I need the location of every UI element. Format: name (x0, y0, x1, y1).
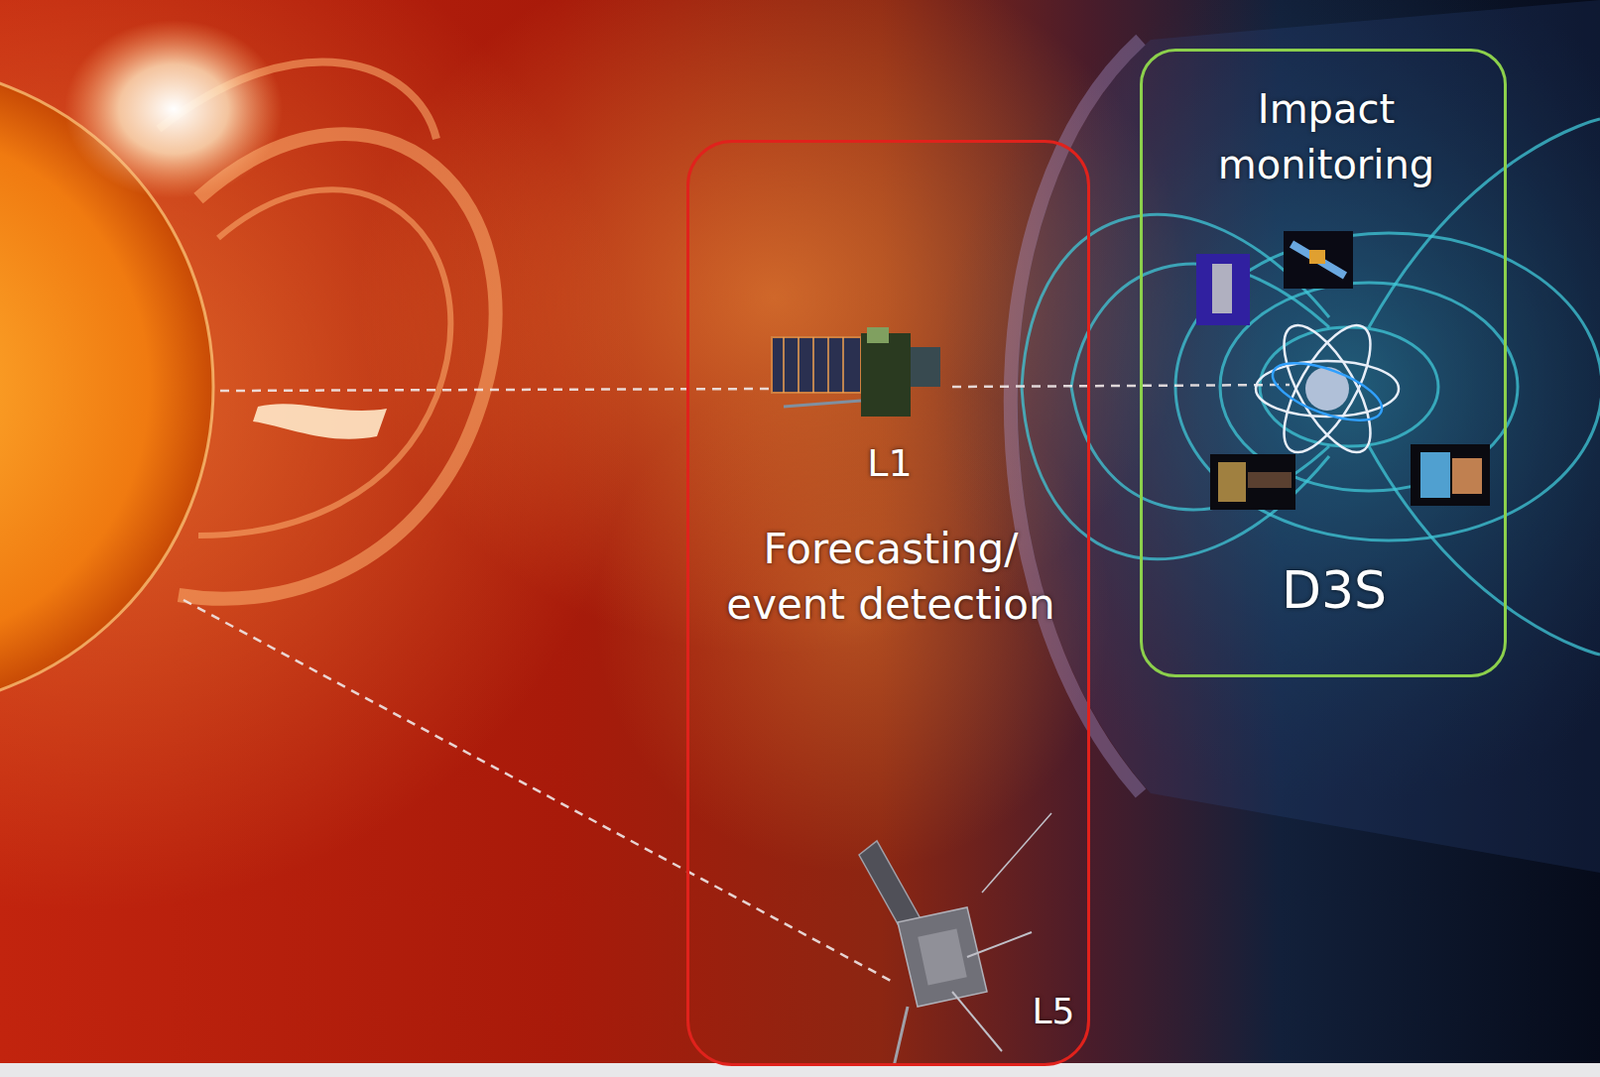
system-name: D3S (1234, 559, 1434, 621)
lagrange-point-label: L5 (1032, 989, 1076, 1033)
region-title: Forecasting/ event detection (712, 521, 1070, 633)
forecasting-region: Forecasting/ event detection (686, 139, 1091, 1067)
region-title: Impact monitoring (1157, 81, 1495, 193)
lagrange-point-label: L1 (866, 440, 912, 487)
impact-region: Impact monitoringD3S (1139, 48, 1507, 678)
